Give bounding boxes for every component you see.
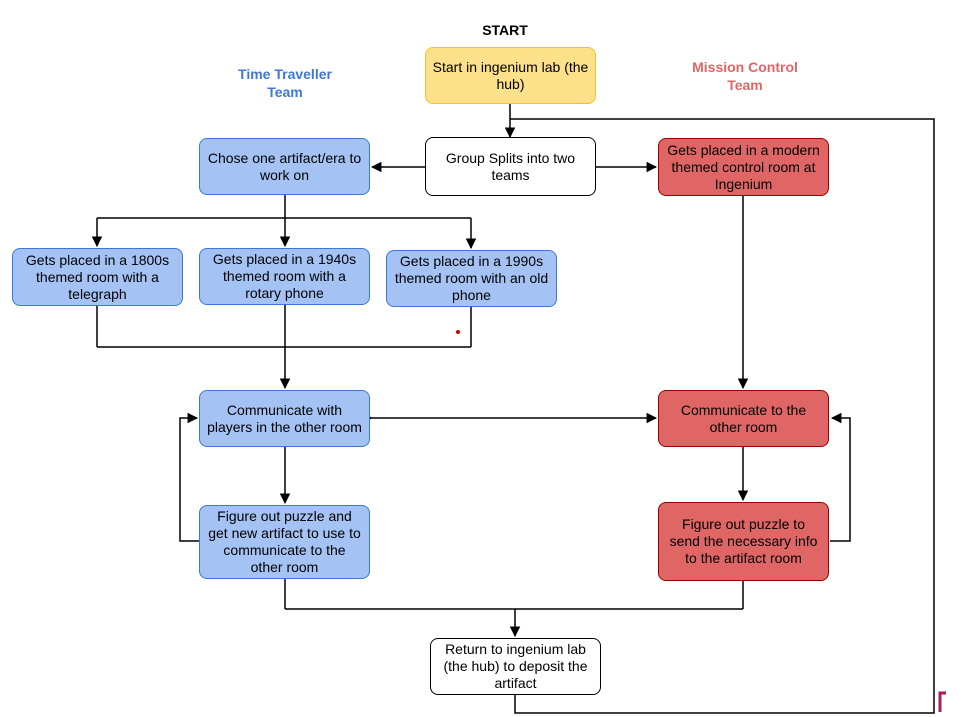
arrow-loop-tt	[179, 412, 199, 542]
dot-marker-icon	[456, 330, 460, 334]
node-communicate-other-room: Communicate to the other room	[658, 390, 829, 447]
node-start-lab: Start in ingenium lab (the hub)	[425, 47, 596, 104]
node-room-1800s: Gets placed in a 1800s themed room with …	[12, 248, 183, 306]
arrow-loop-back-to-start	[510, 118, 935, 714]
node-choose-artifact: Chose one artifact/era to work on	[199, 138, 370, 195]
start-label: START	[482, 22, 528, 38]
node-room-1940s: Gets placed in a 1940s themed room with …	[199, 248, 370, 305]
mission-control-team-label: Mission Control Team	[692, 59, 798, 93]
node-puzzle-mission-control: Figure out puzzle to send the necessary …	[658, 502, 829, 581]
time-traveller-team-label: Time Traveller Team	[238, 66, 332, 100]
node-group-splits: Group Splits into two teams	[425, 137, 596, 196]
node-room-1990s: Gets placed in a 1990s themed room with …	[386, 250, 557, 307]
arrow-loop-mc	[830, 412, 851, 542]
node-return-lab: Return to ingenium lab (the hub) to depo…	[430, 638, 601, 695]
node-communicate-players: Communicate with players in the other ro…	[199, 390, 370, 447]
loop-marker-icon	[938, 691, 946, 712]
node-puzzle-time-traveller: Figure out puzzle and get new artifact t…	[199, 505, 370, 579]
node-control-room: Gets placed in a modern themed control r…	[658, 138, 829, 196]
